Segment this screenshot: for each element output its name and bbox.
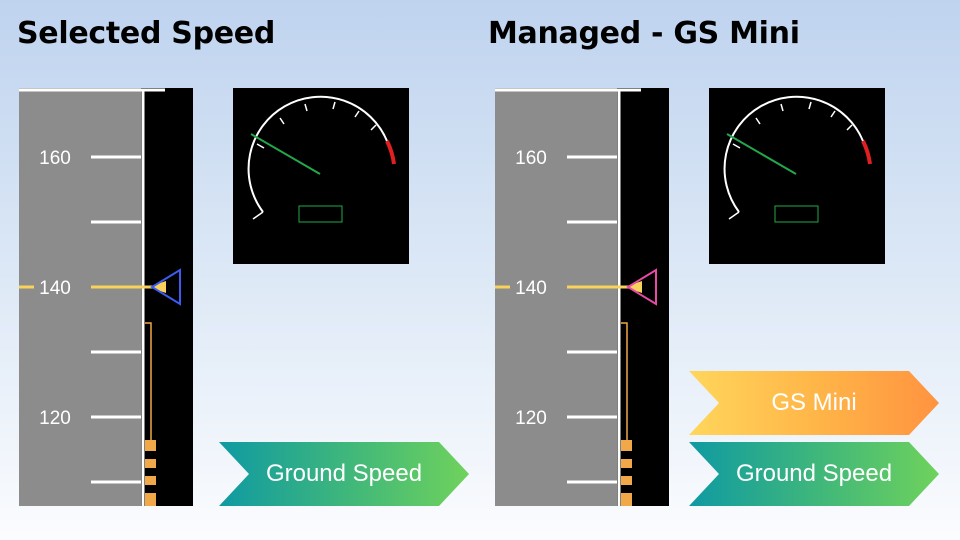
gs-mini-label: GS Mini <box>771 389 857 416</box>
dial-redline-icon <box>385 140 396 165</box>
speed-reference-pointer <box>624 281 642 293</box>
speed-tape-selected: 160 140 120 <box>0 85 210 510</box>
tape-background <box>495 88 617 506</box>
dial-needle-icon <box>726 133 797 175</box>
dial-arc <box>247 95 388 213</box>
speed-dial-managed <box>709 88 885 264</box>
dial-ticks <box>252 101 377 220</box>
dial-redline-icon <box>861 140 872 165</box>
speed-tape-managed: 160 140 120 <box>476 85 686 510</box>
ground-speed-arrow: Ground Speed <box>219 442 469 506</box>
tape-ticks <box>567 155 617 484</box>
speed-dial-selected <box>233 88 409 264</box>
tape-label-140: 140 <box>39 278 71 299</box>
managed-gs-mini-title: Managed - GS Mini <box>488 16 800 51</box>
dial-readout-box <box>774 205 819 223</box>
ground-speed-label: Ground Speed <box>265 460 423 487</box>
tape-ticks <box>91 155 141 484</box>
tape-label-120: 120 <box>39 408 71 429</box>
tape-label-160: 160 <box>515 148 547 169</box>
selected-speed-triangle <box>150 268 181 306</box>
dial-readout-box <box>298 205 343 223</box>
selected-speed-triangle <box>626 268 657 306</box>
ground-speed-arrow: Ground Speed <box>689 442 939 506</box>
speed-trend-band <box>145 322 156 506</box>
speed-reference-pointer <box>148 281 166 293</box>
ground-speed-label: Ground Speed <box>735 460 893 487</box>
dial-arc <box>723 95 864 213</box>
tape-label-140: 140 <box>515 278 547 299</box>
speed-trend-band <box>621 322 632 506</box>
dial-needle-icon <box>250 133 321 175</box>
tape-label-160: 160 <box>39 148 71 169</box>
tape-background <box>19 88 141 506</box>
selected-speed-title: Selected Speed <box>17 16 276 51</box>
gs-mini-arrow: GS Mini <box>689 371 939 435</box>
tape-label-120: 120 <box>515 408 547 429</box>
dial-ticks <box>728 101 853 220</box>
